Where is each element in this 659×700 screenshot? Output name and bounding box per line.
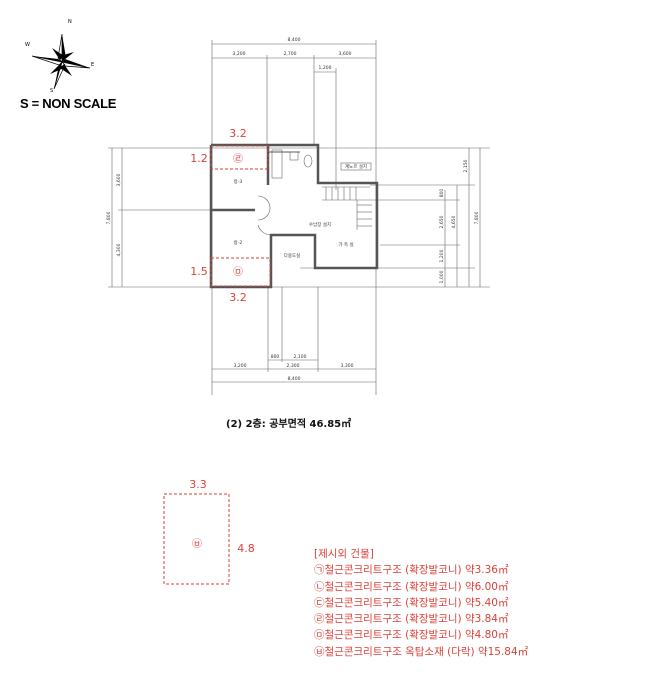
dim-left-1: 3,600 [116,173,122,186]
room-3-label: 방-3 [234,178,243,185]
note-label: 계노르 설치 [345,163,367,170]
dim-right-2: 800 [439,189,445,198]
dim-right-5: 1,000 [439,270,445,283]
compass-e: E [91,62,94,68]
floor-caption: (2) 2층: 공부면적 46.85㎡ [226,419,352,430]
dim-right-3: 2,650 [439,215,445,228]
legend-item: ㉣철근콘크리트구조 (확장발코니) 약3.84㎡ [314,613,509,626]
dim-top-total: 8,400 [288,37,301,43]
annex-legend: [제시외 건물] ㉠철근콘크리트구조 (확장발코니) 약3.36㎡ ㉡철근콘크리… [314,546,528,660]
dim-bottom-1: 3,200 [234,363,247,369]
annex-6-outline [163,493,230,585]
dim-top-1: 3,200 [233,51,246,57]
annex-outlines [163,145,271,585]
compass-n: N [68,19,72,25]
legend-item: ㉡철근콘크리트구조 (확장발코니) 약6.00㎡ [314,580,509,593]
annex-5-mark: ㉤ [233,266,243,278]
dim-bottom-sub-1: 800 [271,354,280,360]
dim-right-mid: 4,650 [451,215,457,228]
dim-bottom-2: 2,300 [287,363,300,369]
legend-item: ㉤철근콘크리트구조 (확장발코니) 약4.80㎡ [314,629,509,642]
annex-4-mark: ㉣ [233,153,243,165]
dim-bottom-sub-2: 2,100 [294,354,307,360]
annex-4-depth: 1.2 [190,152,208,165]
legend-item: ㉠철근콘크리트구조 (확장발코니) 약3.36㎡ [314,564,509,577]
family-room-label: 가 족 실 [338,241,353,248]
utility-label: 다용도실 [284,252,301,259]
annex-6-depth: 4.8 [237,542,255,555]
fixtures [257,149,372,236]
legend-item: ㉢철근콘크리트구조 (확장발코니) 약5.40㎡ [314,596,509,609]
room-2-label: 방-2 [234,239,243,246]
legend-title: [제시외 건물] [314,548,374,560]
dim-top-3: 3,600 [339,51,352,57]
annex-5-outline [210,257,271,287]
compass-w: W [25,42,30,48]
dim-bottom-3: 3,300 [341,363,354,369]
dim-left-total: 7,800 [106,211,112,224]
legend-item: ㉥철근콘크리트구조 옥탑소재 (다락) 약15.84㎡ [314,645,529,658]
annex-5-depth: 1.5 [190,265,208,278]
dim-left-2: 4,300 [116,243,122,256]
dim-top-sub: 1,200 [319,65,332,71]
annex-6-width: 3.3 [189,478,207,491]
dim-right-total: 7,800 [474,211,480,224]
scale-label: S = NON SCALE [20,96,117,111]
dimension-lines [108,40,490,395]
dim-right-1: 2,150 [463,159,469,172]
compass-s: S [50,88,53,94]
dim-bottom-total: 8,400 [288,376,301,382]
dimension-labels: 8,400 3,200 2,700 3,600 1,200 800 2,100 … [106,37,480,382]
dim-top-2: 2,700 [284,51,297,57]
annex-labels: 3.2 1.2 ㉣ 3.2 1.5 ㉤ 3.3 4.8 ㉥ [189,127,255,555]
compass-rose-icon [31,33,91,90]
room-labels: 방-3 방-2 가 족 실 수납장 설치 다용도실 계노르 설치 [234,163,367,259]
annex-4-width: 3.2 [229,127,247,140]
storage-label: 수납장 설치 [309,221,331,228]
dim-right-4: 1,200 [439,249,445,262]
annex-6-mark: ㉥ [192,538,202,550]
annex-5-width: 3.2 [229,291,247,304]
